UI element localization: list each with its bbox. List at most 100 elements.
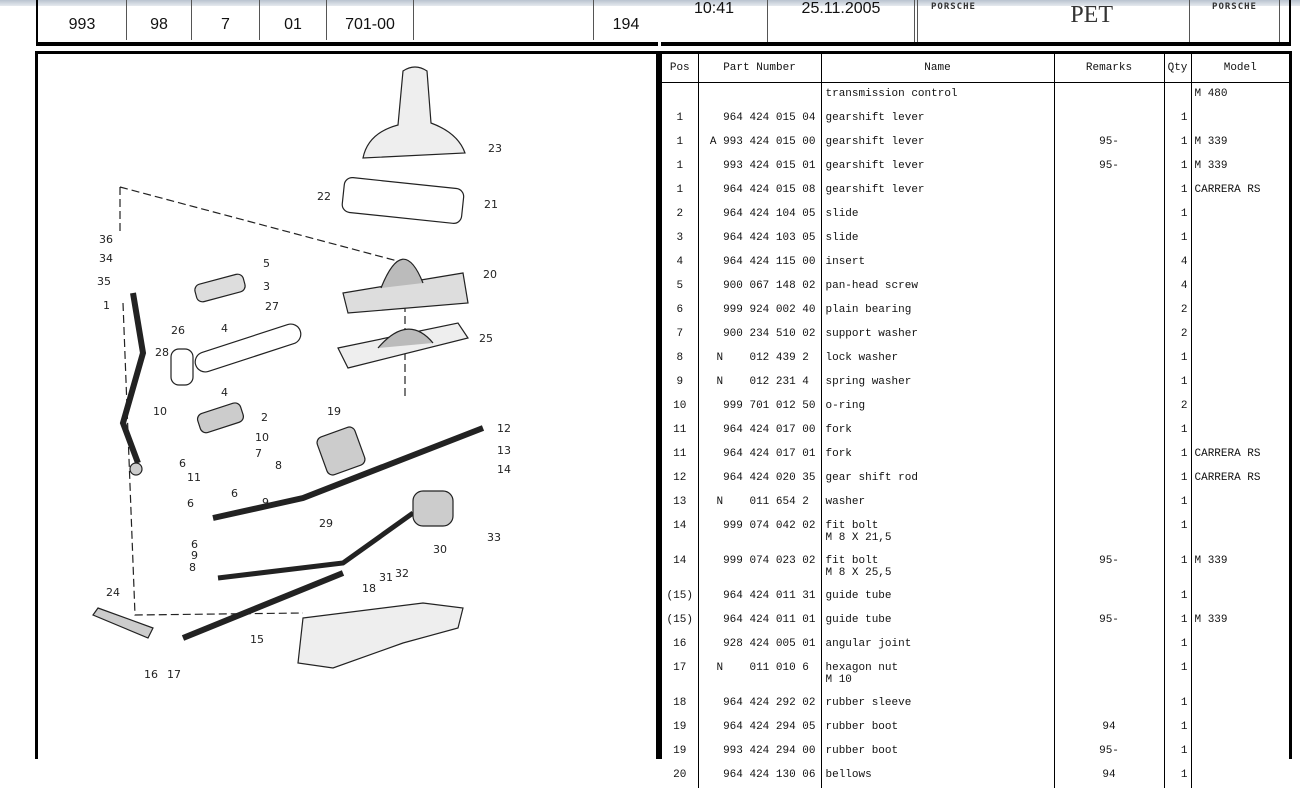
col-part-number[interactable]: Part Number — [698, 54, 822, 83]
cell-pos: 12 — [662, 467, 699, 491]
rubber-boot-19 — [316, 426, 366, 476]
cell-model: M 339 — [1194, 614, 1228, 626]
callout-28[interactable]: 28 — [155, 346, 169, 359]
callout-17[interactable]: 17 — [167, 668, 181, 681]
cell-remarks — [1054, 323, 1165, 347]
cell-name: guide tube — [821, 585, 1055, 609]
callout-6[interactable]: 6 — [179, 457, 186, 470]
callout-5[interactable]: 5 — [263, 257, 270, 270]
cell-model — [1191, 419, 1289, 443]
rubber-sleeve-18 — [297, 602, 464, 669]
callout-3[interactable]: 3 — [263, 280, 270, 293]
callout-7[interactable]: 7 — [255, 447, 262, 460]
col-name[interactable]: Name — [821, 54, 1055, 83]
callout-6[interactable]: 6 — [191, 538, 198, 551]
callout-27[interactable]: 27 — [265, 300, 279, 313]
callout-18[interactable]: 18 — [362, 582, 376, 595]
callout-26[interactable]: 26 — [171, 324, 185, 337]
callout-11[interactable]: 11 — [187, 471, 201, 484]
callout-9[interactable]: 9 — [262, 496, 269, 509]
cell-name: washer — [821, 491, 1055, 515]
cell-name: o-ring — [821, 395, 1055, 419]
cell-name: support washer — [821, 323, 1055, 347]
date-cell: 25.11.2005 — [768, 0, 918, 42]
cell-model: CARRERA RS — [1194, 472, 1261, 484]
callout-15[interactable]: 15 — [250, 633, 264, 646]
callout-10[interactable]: 10 — [255, 431, 269, 444]
callout-32[interactable]: 32 — [395, 567, 409, 580]
callout-24[interactable]: 24 — [106, 586, 120, 599]
callout-2[interactable]: 2 — [261, 411, 268, 424]
callout-14[interactable]: 14 — [497, 463, 511, 476]
callout-34[interactable]: 34 — [99, 252, 113, 265]
callout-6[interactable]: 6 — [187, 497, 194, 510]
callout-4[interactable]: 4 — [221, 386, 228, 399]
col-pos[interactable]: Pos — [662, 54, 699, 83]
callout-21[interactable]: 21 — [484, 198, 498, 211]
callout-30[interactable]: 30 — [433, 543, 447, 556]
callout-33[interactable]: 33 — [487, 531, 501, 544]
callout-4[interactable]: 4 — [221, 322, 228, 335]
callout-22[interactable]: 22 — [317, 190, 331, 203]
callout-6[interactable]: 6 — [231, 487, 238, 500]
cell-model — [1191, 203, 1289, 227]
callout-8[interactable]: 8 — [275, 459, 282, 472]
callout-12[interactable]: 12 — [497, 422, 511, 435]
callout-36[interactable]: 36 — [99, 233, 113, 246]
callout-19[interactable]: 19 — [327, 405, 341, 418]
callout-25[interactable]: 25 — [479, 332, 493, 345]
cell-model — [1191, 657, 1289, 692]
callout-9[interactable]: 9 — [191, 549, 198, 562]
callout-13[interactable]: 13 — [497, 444, 511, 457]
rod-29 — [217, 510, 415, 581]
cell-pn: 964 424 015 08 — [698, 179, 822, 203]
col-qty[interactable]: Qty — [1164, 54, 1192, 83]
lever-ball — [129, 462, 143, 476]
callout-20[interactable]: 20 — [483, 268, 497, 281]
callout-16[interactable]: 16 — [144, 668, 158, 681]
col-model[interactable]: Model — [1191, 54, 1289, 83]
callout-23[interactable]: 23 — [488, 142, 502, 155]
cell-name: fit bolt M 8 X 21,5 — [821, 515, 1055, 550]
callout-1[interactable]: 1 — [103, 299, 110, 312]
cell-name: gear shift rod — [821, 467, 1055, 491]
slide-2 — [196, 402, 245, 434]
callout-8[interactable]: 8 — [189, 561, 196, 574]
col-remarks[interactable]: Remarks — [1054, 54, 1165, 83]
callout-10[interactable]: 10 — [153, 405, 167, 418]
callout-29[interactable]: 29 — [319, 517, 333, 530]
cell-model — [1191, 275, 1289, 299]
callout-31[interactable]: 31 — [379, 571, 393, 584]
callout-35[interactable]: 35 — [97, 275, 111, 288]
cell-pn: 964 424 011 31 — [698, 585, 822, 609]
cell-pos: 16 — [662, 633, 699, 657]
